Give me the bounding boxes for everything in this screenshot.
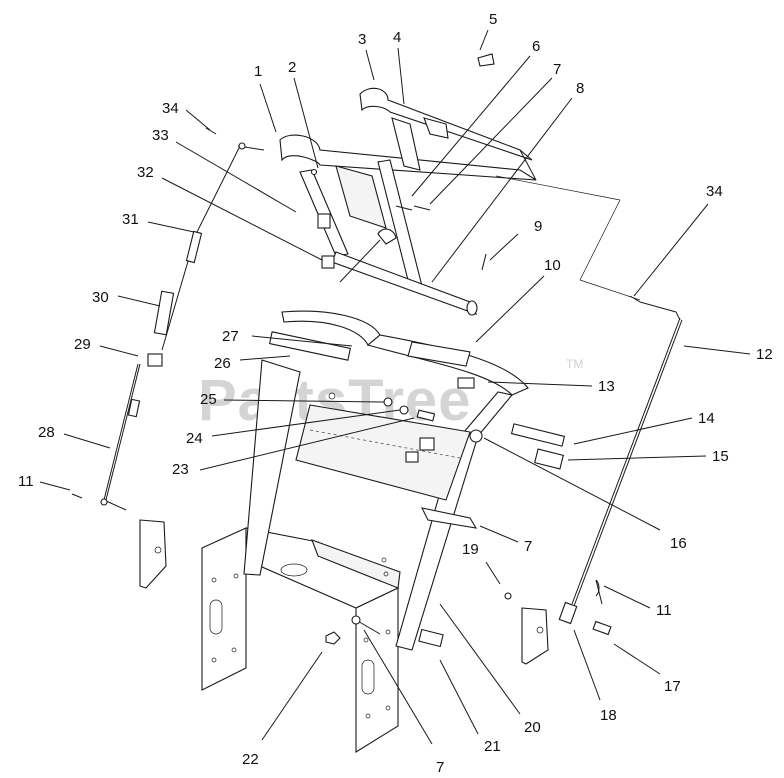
callout-33: 33 <box>152 127 169 144</box>
right-control-cable <box>495 175 683 665</box>
lower-handle <box>243 310 529 651</box>
callout-23: 23 <box>172 461 189 478</box>
callout-28: 28 <box>38 424 55 441</box>
callout-10: 10 <box>544 257 561 274</box>
callout-1: 1 <box>254 63 262 80</box>
callout-11-left: 11 <box>18 473 34 490</box>
callout-34-left: 34 <box>162 100 179 117</box>
left-control-cable <box>100 142 265 589</box>
callout-15: 15 <box>712 448 729 465</box>
callout-2: 2 <box>288 59 296 76</box>
callout-30: 30 <box>92 289 109 306</box>
callout-26: 26 <box>214 355 231 372</box>
callout-7-top: 7 <box>553 61 561 78</box>
base-bracket <box>201 527 401 753</box>
callout-13: 13 <box>598 378 615 395</box>
callout-11-right: 11 <box>656 602 672 619</box>
callout-34-right: 34 <box>706 183 723 200</box>
hardware-parts <box>71 127 641 648</box>
callout-29: 29 <box>74 336 91 353</box>
callout-5: 5 <box>489 11 497 28</box>
callout-19: 19 <box>462 541 479 558</box>
callout-18: 18 <box>600 707 617 724</box>
upper-handle <box>279 53 537 316</box>
callout-9: 9 <box>534 218 542 235</box>
callout-7-mid: 7 <box>524 538 532 555</box>
callout-17: 17 <box>664 678 681 695</box>
callout-4: 4 <box>393 29 401 46</box>
callout-25: 25 <box>200 391 217 408</box>
callout-16: 16 <box>670 535 687 552</box>
callout-20: 20 <box>524 719 541 736</box>
callout-8: 8 <box>576 80 584 97</box>
callout-7-bottom: 7 <box>436 759 444 776</box>
callout-14: 14 <box>698 410 715 427</box>
callout-21: 21 <box>484 738 501 755</box>
callout-6: 6 <box>532 38 540 55</box>
callout-27: 27 <box>222 328 239 345</box>
callout-24: 24 <box>186 430 203 447</box>
callout-32: 32 <box>137 164 154 181</box>
leader-lines <box>39 29 751 745</box>
watermark-trademark: TM <box>566 357 583 371</box>
callout-31: 31 <box>122 211 139 228</box>
callout-22: 22 <box>242 751 259 768</box>
callout-3: 3 <box>358 31 366 48</box>
callout-labels: 1 2 3 4 5 6 7 8 9 10 34 33 32 31 30 29 2… <box>18 11 773 776</box>
callout-12: 12 <box>756 346 773 363</box>
